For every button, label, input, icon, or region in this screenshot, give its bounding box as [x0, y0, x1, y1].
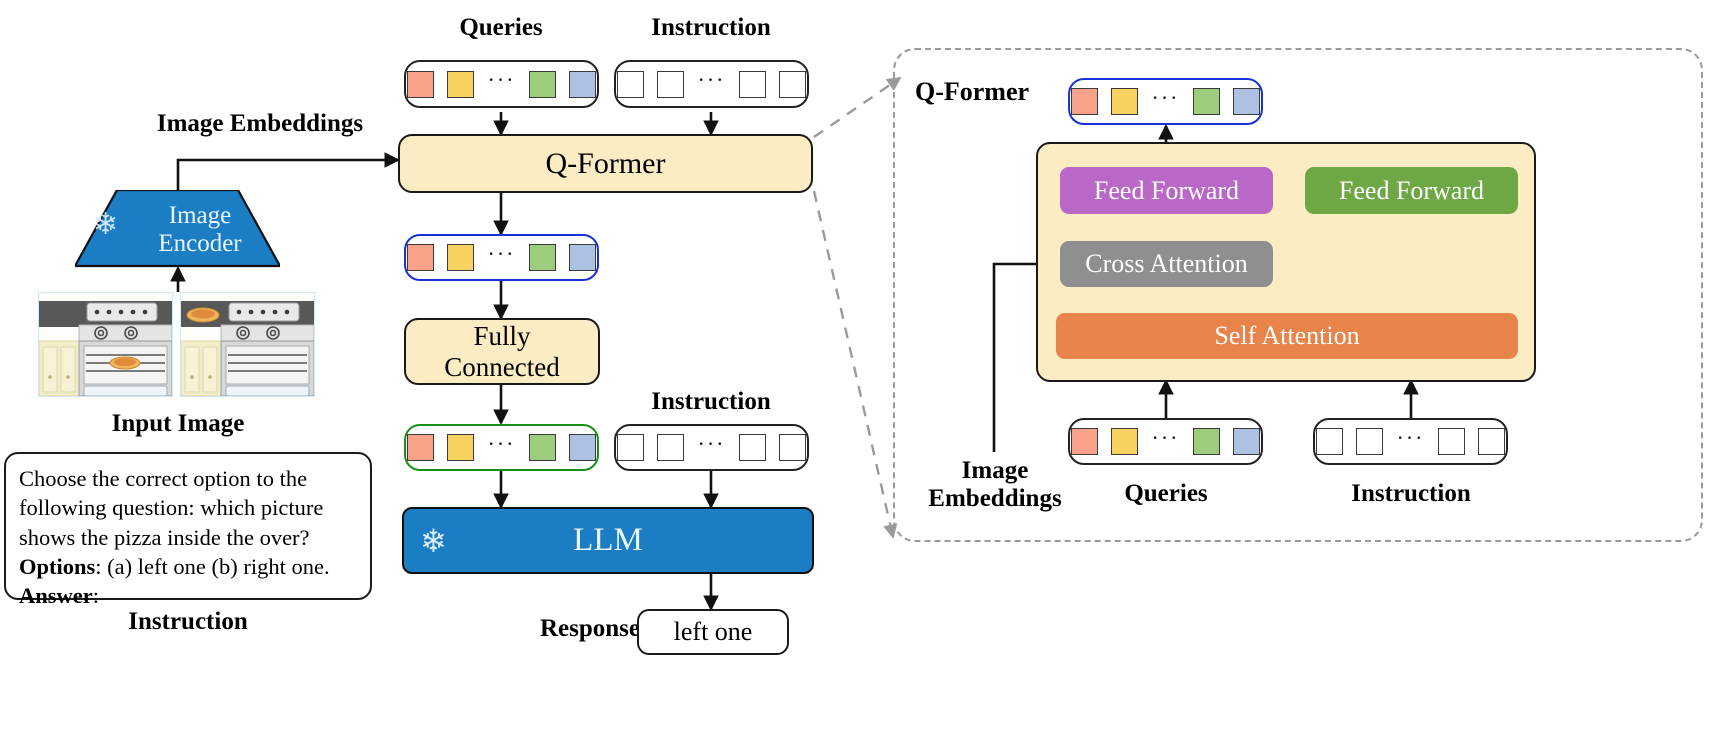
queries-token-strip-detail[interactable]: ··· — [1068, 418, 1263, 465]
cross-attention-block[interactable]: Cross Attention — [1060, 241, 1273, 287]
ellipsis: ··· — [487, 67, 516, 92]
response-value-box: left one — [637, 609, 789, 655]
ellipsis: ··· — [487, 430, 516, 456]
image-embeddings-label: Image Embeddings — [156, 110, 364, 137]
query-token-3 — [529, 434, 557, 461]
stove-illustration-left — [38, 293, 173, 397]
instruction-token-3 — [739, 70, 767, 98]
ellipsis: ··· — [487, 240, 516, 266]
instruction-token-4 — [779, 70, 807, 98]
instruction-caption: Instruction — [128, 608, 248, 635]
feed-forward-left-block[interactable]: Feed Forward — [1060, 167, 1273, 214]
q-former-label: Q-Former — [545, 146, 666, 180]
query-token-2 — [446, 244, 474, 271]
q-former-output-token-strip[interactable]: ··· — [404, 234, 599, 281]
query-token-1 — [406, 434, 434, 461]
fully-connected-label: Fully Connected — [444, 321, 560, 382]
options-text: : (a) left one (b) right one. — [95, 553, 330, 579]
q-former-block[interactable]: Q-Former — [398, 134, 813, 193]
query-token-1 — [406, 70, 434, 98]
query-token-2 — [1110, 88, 1138, 115]
query-token-2 — [1110, 428, 1138, 455]
instruction-line-1: Choose the correct option to the — [19, 466, 308, 491]
instruction-label-top: Instruction — [651, 14, 771, 41]
instruction-line-3: shows the pizza inside the over? — [19, 524, 310, 550]
query-token-3 — [1193, 88, 1221, 115]
llm-label: LLM — [573, 522, 643, 558]
instruction-token-4 — [1478, 428, 1506, 455]
query-token-3 — [1193, 428, 1221, 455]
query-token-4 — [1233, 428, 1261, 455]
q-former-detail-output-token-strip[interactable]: ··· — [1068, 78, 1263, 125]
query-token-4 — [1233, 88, 1261, 115]
query-token-1 — [1070, 88, 1098, 115]
instruction-text-box: Choose the correct option to the followi… — [4, 452, 372, 608]
ellipsis: ··· — [1151, 84, 1180, 110]
queries-token-strip-top[interactable]: ··· — [404, 60, 599, 108]
instruction-token-2 — [1355, 428, 1383, 455]
instruction-label-mid: Instruction — [651, 388, 771, 415]
query-token-2 — [446, 70, 474, 98]
query-token-1 — [1070, 428, 1098, 455]
snowflake-icon: ❄ — [93, 208, 119, 241]
instruction-token-1 — [616, 434, 644, 461]
self-attention-label: Self Attention — [1214, 321, 1360, 350]
ellipsis: ··· — [1396, 424, 1425, 450]
input-image-label: Input Image — [111, 410, 245, 437]
queries-label-top: Queries — [459, 14, 543, 41]
cross-attention-label: Cross Attention — [1085, 249, 1248, 278]
ellipsis: ··· — [697, 67, 726, 92]
snowflake-icon: ❄ — [420, 523, 447, 559]
query-token-4 — [569, 434, 597, 461]
query-token-1 — [406, 244, 434, 271]
image-encoder-label: Image Encoder — [158, 202, 242, 257]
instruction-token-4 — [779, 434, 807, 461]
image-encoder-block: ❄ Image Encoder — [73, 188, 282, 268]
feed-forward-left-label: Feed Forward — [1093, 175, 1240, 205]
instruction-line-2: following question: which picture — [19, 495, 324, 521]
answer-label: Answer — [19, 583, 93, 608]
instruction-token-1 — [1315, 428, 1343, 455]
query-token-2 — [446, 434, 474, 461]
query-token-4 — [569, 244, 597, 271]
instruction-options-line: Options: (a) left one (b) right one. — [19, 552, 358, 581]
fully-connected-block[interactable]: Fully Connected — [404, 318, 600, 385]
ellipsis: ··· — [1151, 424, 1180, 450]
instruction-token-2 — [656, 434, 684, 461]
query-token-3 — [529, 244, 557, 271]
feed-forward-right-block[interactable]: Feed Forward — [1305, 167, 1518, 214]
image-embeddings-label-detail: Image Embeddings — [928, 457, 1062, 512]
instruction-token-strip-top[interactable]: ··· — [614, 60, 809, 108]
q-former-detail-panel — [893, 48, 1703, 542]
instruction-token-strip-detail[interactable]: ··· — [1313, 418, 1508, 465]
instruction-token-3 — [1438, 428, 1466, 455]
query-token-4 — [569, 70, 597, 98]
answer-text: : — [92, 583, 100, 608]
response-label: Response — [539, 615, 640, 642]
instruction-token-1 — [616, 70, 644, 98]
projected-token-strip[interactable]: ··· — [404, 424, 599, 471]
options-label: Options — [19, 553, 96, 579]
instruction-token-strip-mid[interactable]: ··· — [614, 424, 809, 471]
feed-forward-right-label: Feed Forward — [1338, 175, 1485, 205]
query-token-3 — [529, 70, 557, 98]
response-value: left one — [673, 617, 753, 646]
instruction-answer-line: Answer: — [19, 581, 358, 610]
queries-label-detail: Queries — [1124, 480, 1208, 507]
self-attention-block[interactable]: Self Attention — [1056, 313, 1518, 359]
input-image-right — [180, 292, 315, 397]
instruction-token-3 — [739, 434, 767, 461]
instruction-token-2 — [656, 70, 684, 98]
llm-block[interactable]: ❄ LLM — [402, 507, 814, 574]
input-image-left — [38, 292, 173, 397]
ellipsis: ··· — [697, 430, 726, 456]
stove-illustration-right — [180, 293, 315, 397]
q-former-panel-title: Q-Former — [915, 77, 1030, 106]
instruction-label-detail: Instruction — [1351, 480, 1471, 507]
